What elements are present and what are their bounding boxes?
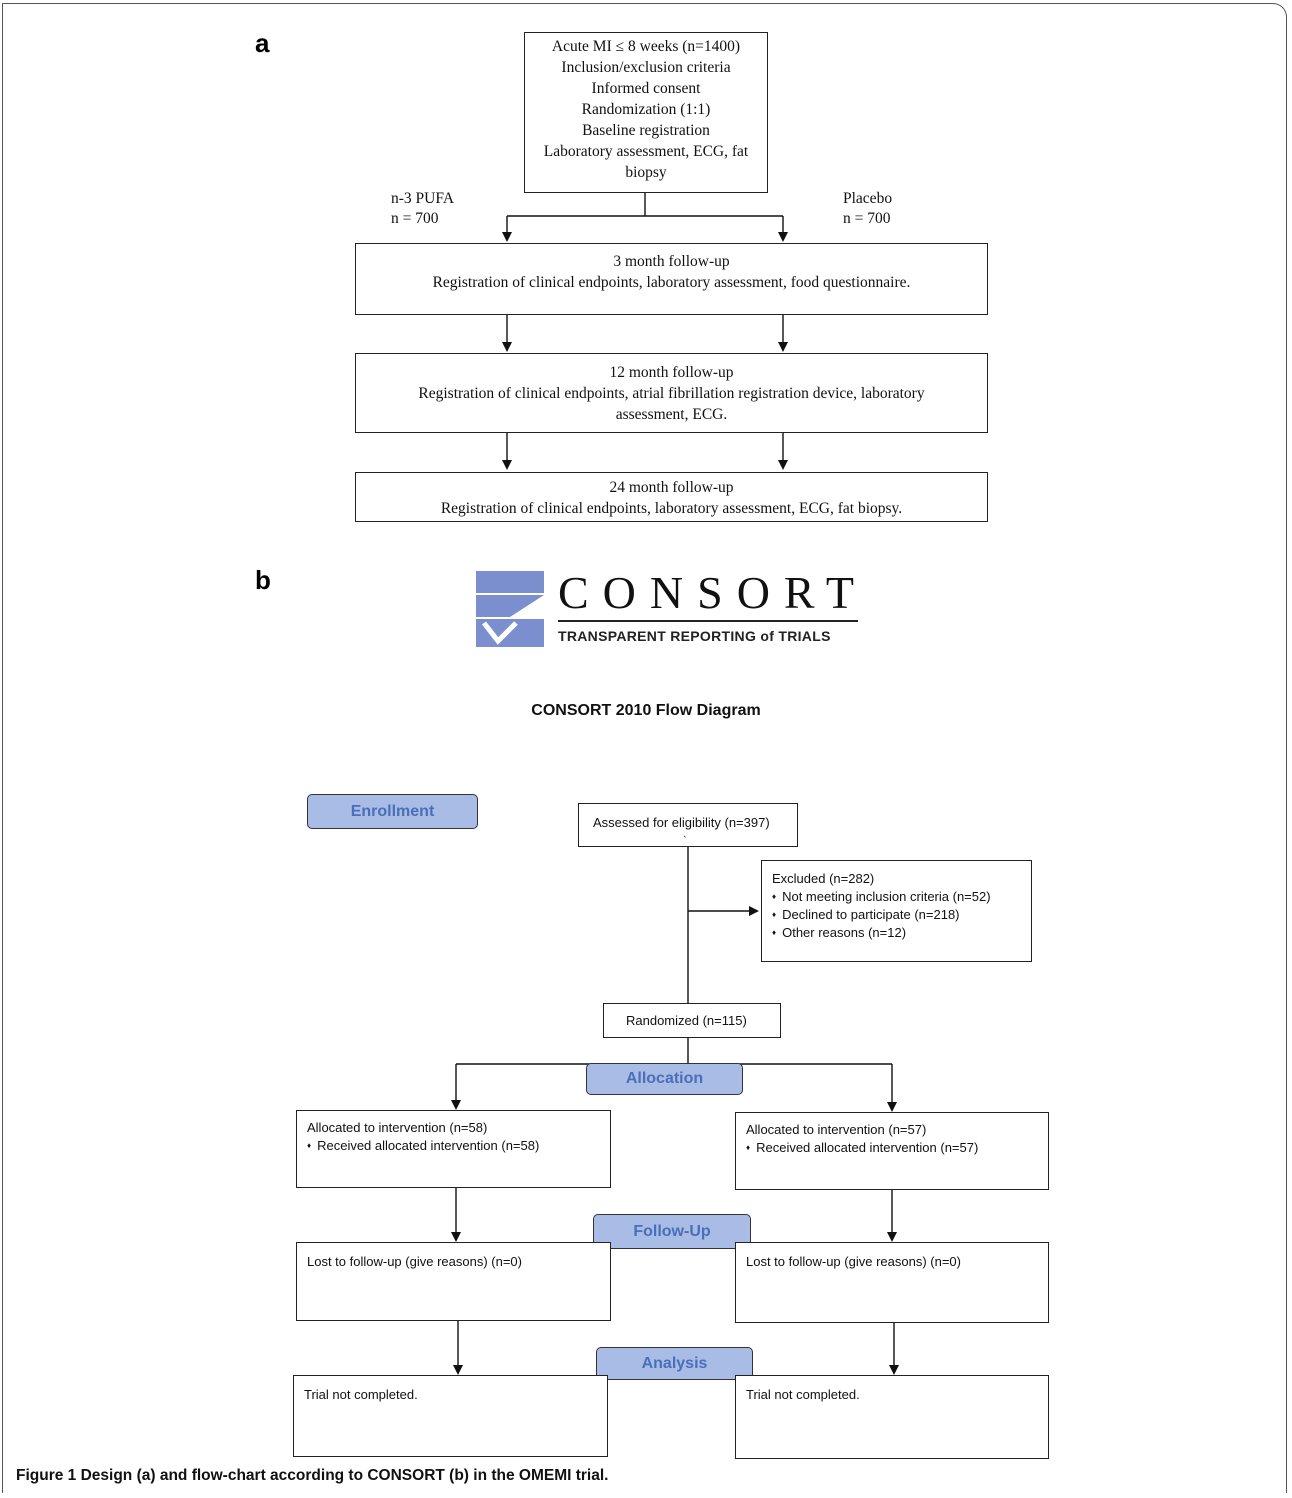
followup-right-box: Lost to follow-up (give reasons) (n=0): [735, 1242, 1049, 1323]
caption-text: Figure 1 Design (a) and flow-chart accor…: [16, 1467, 609, 1484]
stage-followup: Follow-Up: [593, 1214, 751, 1249]
allocation-right-box: Allocated to intervention (n=57) Receive…: [735, 1112, 1049, 1190]
box-line: 24 month follow-up: [609, 479, 734, 496]
box-line: Registration of clinical endpoints, labo…: [432, 274, 911, 291]
stage-enrollment: Enrollment: [307, 794, 478, 829]
allocation-right-title: Allocated to intervention (n=57): [746, 1122, 927, 1137]
stray-mark: `: [683, 835, 687, 847]
followup-3m-box: 3 month follow-up Registration of clinic…: [355, 243, 988, 315]
allocation-right-item: Received allocated intervention (n=57): [746, 1139, 1038, 1157]
assessed-box: Assessed for eligibility (n=397) `: [578, 803, 798, 847]
analysis-right-box: Trial not completed.: [735, 1375, 1049, 1459]
box-line: Randomization (1:1): [581, 101, 711, 118]
arm-name: n-3 PUFA: [391, 190, 455, 207]
stage-analysis: Analysis: [596, 1347, 753, 1380]
box-line: assessment, ECG.: [615, 406, 728, 423]
box-line: 3 month follow-up: [613, 253, 730, 270]
consort-logo-subtitle: TRANSPARENT REPORTING of TRIALS: [558, 628, 831, 644]
randomized-box: Randomized (n=115): [603, 1003, 781, 1038]
box-line: Informed consent: [591, 80, 701, 97]
panel-a-label: a: [255, 28, 270, 58]
right-arm-label: Placebo n = 700: [843, 189, 892, 229]
arm-name: Placebo: [843, 190, 893, 207]
box-line: 12 month follow-up: [609, 364, 734, 381]
allocation-left-title: Allocated to intervention (n=58): [307, 1120, 488, 1135]
arm-count: n = 700: [391, 210, 439, 227]
excluded-item: Declined to participate (n=218): [772, 906, 1021, 924]
followup-left-box: Lost to follow-up (give reasons) (n=0): [296, 1242, 611, 1321]
figure-frame: [2, 3, 1287, 1493]
box-line: Acute MI ≤ 8 weeks (n=1400): [551, 38, 741, 55]
arm-count: n = 700: [843, 210, 891, 227]
stage-allocation: Allocation: [586, 1063, 743, 1095]
box-line: Registration of clinical endpoints, atri…: [418, 385, 925, 402]
trial-entry-box: Acute MI ≤ 8 weeks (n=1400) Inclusion/ex…: [524, 32, 768, 193]
analysis-left-box: Trial not completed.: [293, 1375, 608, 1457]
excluded-title: Excluded (n=282): [772, 871, 875, 886]
box-line: Baseline registration: [582, 122, 710, 139]
allocation-left-box: Allocated to intervention (n=58) Receive…: [296, 1110, 611, 1188]
consort-logo-icon: [476, 571, 544, 647]
left-arm-label: n-3 PUFA n = 700: [391, 189, 454, 229]
consort-logo-text: CONSORT: [558, 567, 868, 618]
assessed-text: Assessed for eligibility (n=397): [593, 815, 770, 830]
followup-12m-box: 12 month follow-up Registration of clini…: [355, 353, 988, 433]
excluded-item: Other reasons (n=12): [772, 924, 1021, 942]
excluded-box: Excluded (n=282) Not meeting inclusion c…: [761, 860, 1032, 962]
flow-diagram-title: CONSORT 2010 Flow Diagram: [531, 702, 761, 719]
figure-caption: Figure 1 Design (a) and flow-chart accor…: [16, 1467, 608, 1485]
followup-24m-box: 24 month follow-up Registration of clini…: [355, 472, 988, 522]
box-line: biopsy: [625, 164, 667, 181]
excluded-item: Not meeting inclusion criteria (n=52): [772, 888, 1021, 906]
allocation-left-item: Received allocated intervention (n=58): [307, 1137, 600, 1155]
box-line: Inclusion/exclusion criteria: [561, 59, 731, 76]
box-line: Laboratory assessment, ECG, fat: [543, 143, 749, 160]
box-line: Registration of clinical endpoints, labo…: [440, 500, 903, 517]
panel-b-label: b: [255, 565, 271, 595]
logo-divider: [558, 620, 858, 622]
